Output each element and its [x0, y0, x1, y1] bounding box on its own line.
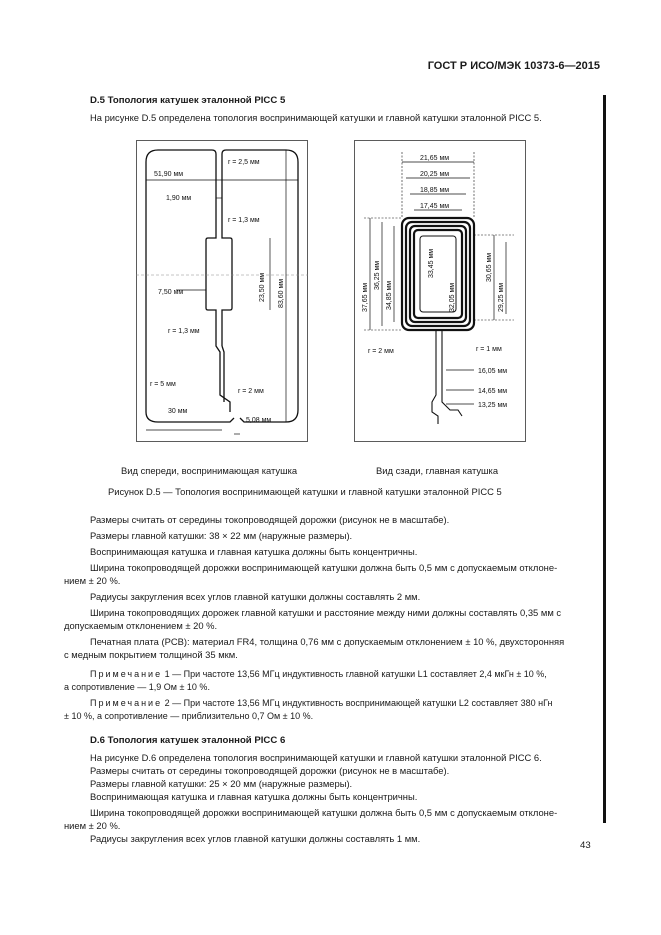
label-2925: 29,25 мм: [498, 283, 505, 312]
label-508: 5,08 мм: [246, 417, 271, 424]
label-strip-width: 7,50 мм: [158, 289, 183, 296]
label-30mm: 30 мм: [168, 408, 188, 415]
note-2: Примечание 2 — При частоте 13,56 МГц инд…: [90, 697, 552, 710]
back-view-diagram: 21,65 мм 20,25 мм 18,85 мм 17,45 мм 37,6…: [354, 140, 526, 442]
d6-para-6: Радиусы закругления всех углов главной к…: [90, 833, 421, 844]
section-d5-intro: На рисунке D.5 определена топология восп…: [90, 112, 542, 123]
label-r13b: r = 1,3 мм: [168, 328, 200, 335]
label-1745: 17,45 мм: [420, 203, 449, 210]
page-number: 43: [580, 840, 591, 851]
label-height: 83,60 мм: [278, 279, 285, 308]
label-1325: 13,25 мм: [478, 402, 507, 409]
d6-para-5: Ширина токопроводящей дорожки воспринима…: [90, 807, 558, 818]
d5-para-7-cont: с медным покрытием толщиной 35 мкм.: [64, 649, 238, 660]
d5-para-5: Радиусы закругления всех углов главной к…: [90, 591, 421, 602]
d5-para-3: Воспринимающая катушка и главная катушка…: [90, 546, 418, 557]
main-coil-windings: [400, 216, 476, 332]
lead-trace-right: [441, 330, 463, 417]
d6-para-1: На рисунке D.6 определена топология восп…: [90, 752, 542, 763]
front-view-diagram: 51,90 мм r = 2,5 мм 1,90 мм r = 1,3 мм 7…: [136, 140, 308, 442]
d5-para-2: Размеры главной катушки: 38 × 22 мм (нар…: [90, 530, 353, 541]
front-view-caption: Вид спереди, воспринимающая катушка: [121, 465, 298, 476]
note-1-label: Примечание: [90, 669, 163, 679]
note-2-label: Примечание: [90, 698, 163, 708]
label-strip-height: 23,50 мм: [259, 273, 266, 302]
document-header: ГОСТ Р ИСО/МЭК 10373-6—2015: [427, 60, 600, 72]
label-3765: 37,65 мм: [362, 283, 369, 312]
label-2165: 21,65 мм: [420, 155, 449, 162]
section-d6-title: D.6 Топология катушек эталонной PICC 6: [90, 735, 286, 746]
note-1: Примечание 1 — При частоте 13,56 МГц инд…: [90, 668, 547, 681]
d6-para-3: Размеры главной катушки: 25 × 20 мм (нар…: [90, 778, 353, 789]
label-r2: r = 2 мм: [238, 388, 264, 395]
label-r5: r = 5 мм: [150, 381, 176, 388]
label-2025: 20,25 мм: [420, 171, 449, 178]
label-3485: 34,85 мм: [386, 281, 393, 310]
pickup-coil-left-trace: [145, 149, 231, 412]
note-2-text: 2 — При частоте 13,56 МГц индуктивность …: [162, 698, 553, 708]
label-r2: r = 2 мм: [368, 348, 394, 355]
d6-para-5-cont: нием ± 20 %.: [64, 820, 121, 831]
d6-para-4: Воспринимающая катушка и главная катушка…: [90, 791, 418, 802]
label-1465: 14,65 мм: [478, 388, 507, 395]
label-gap: 1,90 мм: [166, 195, 191, 202]
margin-change-bar: [603, 95, 606, 823]
label-3345: 33,45 мм: [428, 249, 435, 278]
lead-trace-left: [431, 330, 439, 424]
pickup-coil-bottom-left-trace: [145, 411, 235, 423]
label-3205: 32,05 мм: [449, 283, 456, 312]
d5-para-1: Размеры считать от середины токопроводящ…: [90, 514, 450, 525]
front-frame: [136, 140, 308, 442]
section-d5-title: D.5 Топология катушек эталонной PICC 5: [90, 95, 286, 106]
label-1885: 18,85 мм: [420, 187, 449, 194]
d5-para-6: Ширина токопроводящих дорожек главной ка…: [90, 607, 562, 618]
note-1-text: 1 — При частоте 13,56 МГц индуктивность …: [162, 669, 547, 679]
d5-para-7: Печатная плата (PCB): материал FR4, толщ…: [90, 636, 565, 647]
label-3625: 36,25 мм: [374, 261, 381, 290]
d5-para-6-cont: допускаемым отклонением ± 20 %.: [64, 620, 218, 631]
back-frame: [354, 140, 526, 442]
label-r13a: r = 1,3 мм: [228, 217, 260, 224]
note-1-cont: а сопротивление — 1,9 Ом ± 10 %.: [64, 682, 210, 692]
note-2-cont: ± 10 %, а сопротивление — приблизительно…: [64, 711, 314, 721]
back-view-caption: Вид сзади, главная катушка: [376, 465, 499, 476]
label-width: 51,90 мм: [154, 171, 183, 178]
d5-para-4: Ширина токопроводящей дорожки воспринима…: [90, 562, 558, 573]
label-r-top: r = 2,5 мм: [228, 159, 260, 166]
d6-para-2: Размеры считать от середины токопроводящ…: [90, 765, 450, 776]
label-1605: 16,05 мм: [478, 368, 507, 375]
d5-para-4-cont: нием ± 20 %.: [64, 575, 121, 586]
label-3065: 30,65 мм: [486, 253, 493, 282]
pickup-coil-right-trace: [221, 149, 299, 423]
figure-caption: Рисунок D.5 — Топология воспринимающей к…: [108, 486, 502, 497]
label-r1: r = 1 мм: [476, 346, 502, 353]
